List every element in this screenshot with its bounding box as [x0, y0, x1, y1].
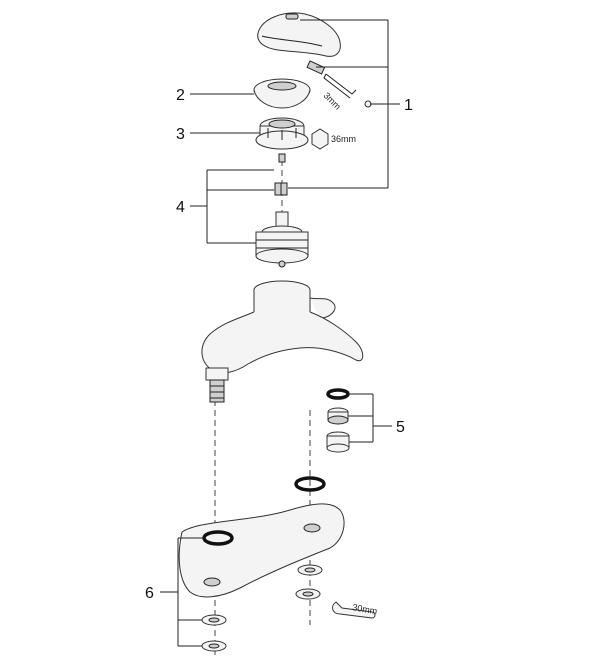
base-o-ring [294, 476, 326, 492]
callout-3-label: 3 [176, 126, 185, 143]
spout-body [201, 280, 364, 403]
callout-4-label: 4 [176, 199, 185, 216]
aerator-insert [327, 407, 349, 425]
hex-key-3mm [323, 73, 372, 108]
callout-6-label: 6 [145, 585, 154, 602]
cover-cap [253, 78, 311, 109]
callout-6-leaders [160, 537, 204, 647]
spanner-30mm [332, 601, 376, 619]
lever-adapter [274, 182, 288, 196]
callout-4-leaders [190, 169, 274, 244]
callout-1-label: 1 [404, 97, 413, 114]
spanner-30-size-label: 30mm [352, 602, 378, 616]
spanner-36-size-label: 36mm [331, 134, 356, 144]
hex-key-size-label: 3mm [322, 90, 343, 111]
grub-screw [306, 60, 326, 75]
callout-5-leaders [348, 393, 392, 443]
callout-2-label: 2 [176, 87, 185, 104]
base-plate [178, 503, 345, 598]
callout-5-label: 5 [396, 419, 405, 436]
small-screw [278, 153, 286, 163]
spanner-36mm-symbol [311, 128, 329, 150]
cartridge-nut [255, 117, 309, 150]
cartridge [255, 211, 309, 268]
lever-handle [257, 12, 341, 57]
right-washer-set [295, 564, 323, 600]
aerator-housing [326, 431, 350, 453]
callout-1-leaders [288, 19, 400, 189]
aerator-washer [326, 388, 350, 400]
left-washer-set [201, 614, 227, 652]
